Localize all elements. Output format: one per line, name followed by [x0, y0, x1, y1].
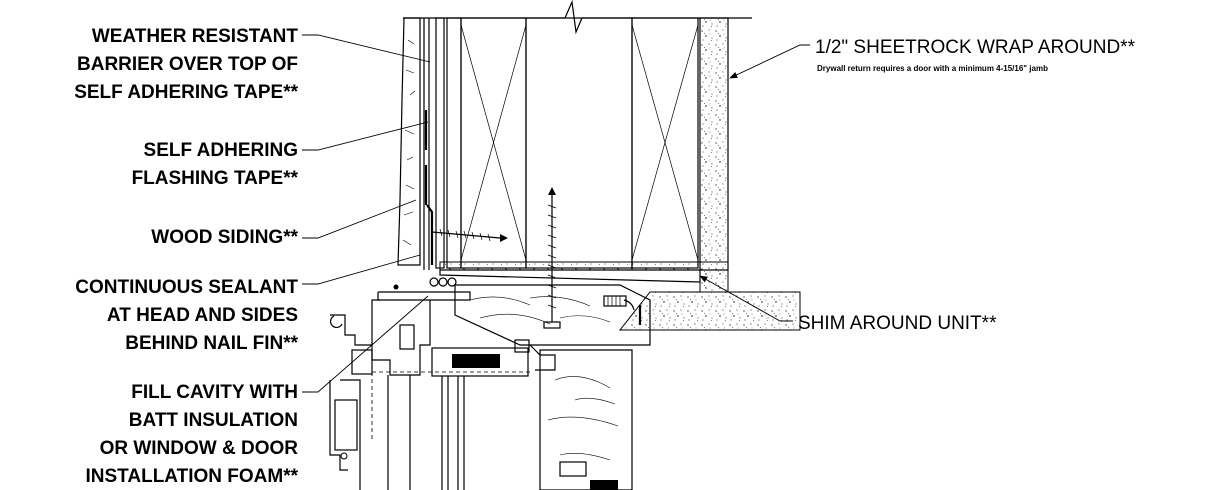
label-insulation-line-3: OR WINDOW & DOOR: [100, 438, 299, 459]
siding-board: [397, 17, 421, 266]
siding-grain: [402, 39, 416, 246]
stop-bead: [514, 339, 530, 353]
stud-c: [525, 17, 633, 269]
label-insulation-line-2: BATT INSULATION: [129, 410, 298, 431]
stud-b-x2: [460, 24, 527, 261]
sheathing-panel: [435, 17, 445, 269]
frame-pocket-2: [399, 324, 415, 350]
screw-horizontal: [431, 228, 508, 242]
door-jamb-grain: [547, 376, 619, 461]
head-jamb-grain: [469, 296, 611, 325]
stud-d-x2: [631, 24, 699, 261]
wood-siding-section: [397, 17, 421, 266]
frame-extrusion-upper: [371, 300, 431, 376]
stud-a: [446, 17, 462, 269]
label-flashing-tape: SELF ADHERING FLASHING TAPE**: [132, 140, 299, 189]
nail-fin: [377, 291, 471, 301]
label-weather-barrier-line-3: SELF ADHERING TAPE**: [74, 82, 298, 103]
label-wood-siding: WOOD SIDING**: [151, 227, 298, 248]
interior-stop: [529, 344, 556, 371]
leader-sheetrock: [729, 44, 810, 79]
label-sealant-line-1: CONTINUOUS SEALANT: [75, 277, 298, 298]
label-shim: SHIM AROUND UNIT**: [798, 313, 997, 334]
leader-sealant: [302, 254, 421, 285]
leader-weather-barrier: [302, 34, 431, 63]
shim: [439, 269, 701, 283]
sealant-dot: [393, 284, 399, 290]
screw-thread-h: [439, 228, 491, 242]
trim-clip-body: [603, 295, 627, 307]
door-hardware-slot: [559, 461, 587, 477]
trim-curl: [330, 315, 343, 328]
door-weatherstrip: [590, 480, 618, 490]
label-sealant-line-3: BEHIND NAIL FIN**: [125, 333, 298, 354]
screw-head-v: [543, 321, 561, 329]
door-jamb: [539, 349, 633, 490]
sealant-bead-3: [447, 277, 457, 287]
trim-clip-threads: [607, 296, 621, 306]
label-sheetrock: 1/2" SHEETROCK WRAP AROUND**: [815, 37, 1136, 58]
label-wood-siding-line-1: WOOD SIDING**: [151, 227, 298, 248]
sheetrock-wall: [699, 17, 729, 271]
label-flashing-tape-line-1: SELF ADHERING: [144, 140, 298, 161]
frame-stile-exterior: [340, 379, 361, 490]
label-sheetrock-note: Drywall return requires a door with a mi…: [817, 64, 1048, 73]
frame-pocket-1: [351, 349, 373, 375]
leader-flashing-tape: [302, 121, 429, 151]
trim-clip-hook: [623, 299, 635, 311]
frame-screw-dot: [340, 452, 348, 460]
glazing-spacer-frame: [431, 347, 529, 377]
leader-lines: [302, 34, 810, 393]
sheetrock-return-lower: [618, 291, 801, 331]
sealant-bead-1: [429, 277, 439, 287]
label-weather-barrier: WEATHER RESISTANT BARRIER OVER TOP OF SE…: [74, 26, 298, 103]
label-sealant: CONTINUOUS SEALANT AT HEAD AND SIDES BEH…: [75, 277, 298, 354]
label-sealant-line-2: AT HEAD AND SIDES: [107, 305, 298, 326]
sealant-bead-2: [438, 277, 448, 287]
label-flashing-tape-line-2: FLASHING TAPE**: [132, 168, 299, 189]
head-jamb: [454, 284, 651, 346]
label-insulation-line-1: FILL CAVITY WITH: [131, 382, 298, 403]
screw-vertical: [543, 187, 561, 329]
flashing-tape-fold: [426, 204, 434, 265]
label-insulation: FILL CAVITY WITH BATT INSULATION OR WIND…: [86, 382, 299, 487]
window-frame: [329, 284, 651, 490]
label-weather-barrier-line-1: WEATHER RESISTANT: [92, 26, 299, 47]
wall-section: [393, 0, 801, 331]
frame-stile-profile: [329, 380, 348, 471]
label-insulation-line-4: INSTALLATION FOAM**: [86, 466, 299, 487]
screw-tip-v: [548, 187, 556, 195]
leader-wood-siding: [302, 199, 417, 239]
trim-clip-right: [603, 295, 642, 325]
frame-stile-pocket: [334, 399, 358, 451]
sealant-beads: [393, 277, 457, 290]
leader-insulation: [302, 295, 429, 393]
exterior-trim-extrusion: [330, 299, 380, 346]
screw-tip-h: [500, 234, 508, 242]
sheetrock-return: [439, 261, 729, 293]
glazing-spacer: [452, 354, 500, 368]
label-weather-barrier-line-2: BARRIER OVER TOP OF: [77, 54, 298, 75]
